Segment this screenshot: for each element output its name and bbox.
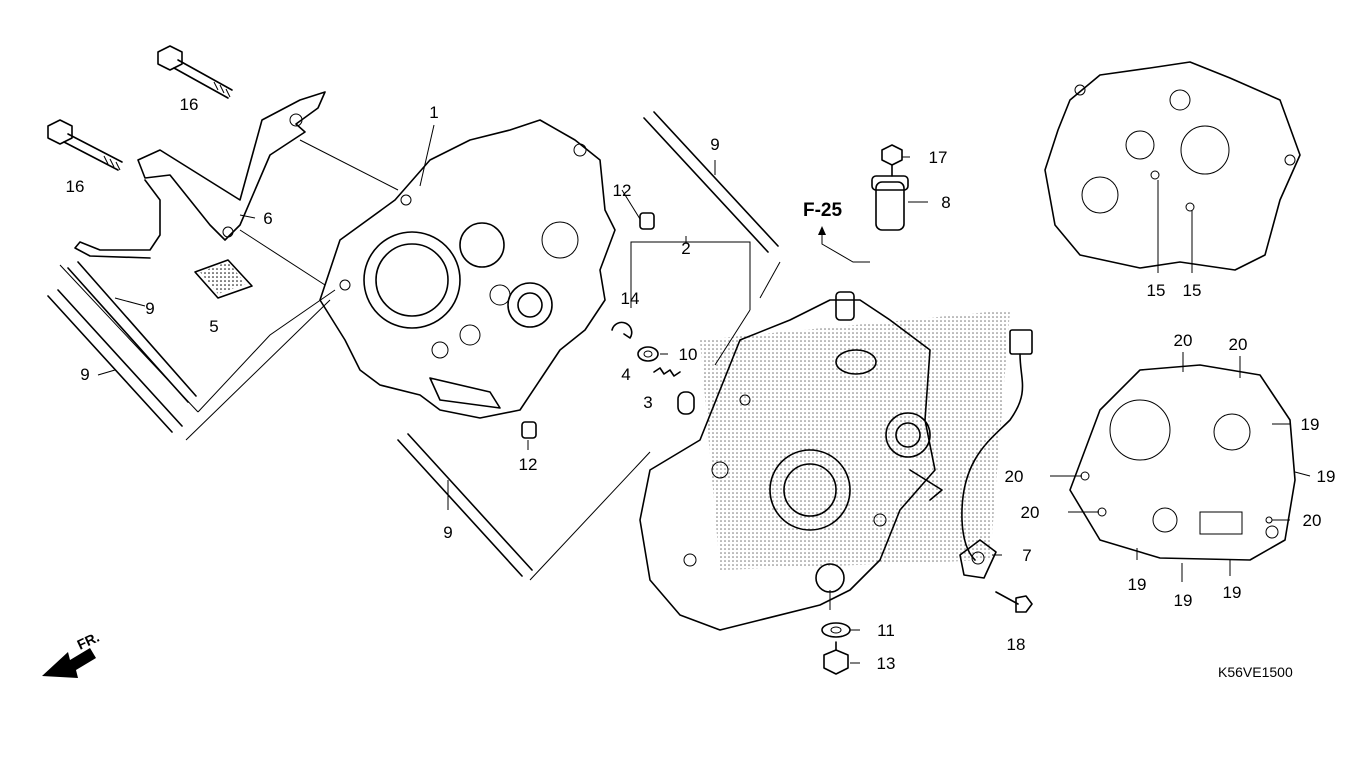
clip-14 (611, 321, 633, 339)
cover-gasket-19-20 (1069, 364, 1296, 561)
bolt-18 (995, 591, 1033, 613)
washer-10 (637, 346, 659, 362)
callout-19d: 19 (1174, 591, 1193, 610)
callout-19e: 19 (1223, 583, 1242, 602)
callout-20d: 20 (1021, 503, 1040, 522)
reference-f25: F-25 (803, 200, 870, 263)
callout-20e: 20 (1303, 511, 1322, 530)
callout-20c: 20 (1005, 467, 1024, 486)
sensor-8 (871, 175, 909, 231)
dowel-12-upper (639, 212, 655, 230)
bolt-16-lower (47, 119, 123, 171)
callout-2: 2 (681, 239, 690, 258)
front-arrow: FR. (42, 629, 102, 678)
callout-12a: 12 (613, 181, 632, 200)
leader-lines (59, 124, 1311, 664)
callout-11: 11 (877, 621, 895, 640)
callout-20a: 20 (1174, 331, 1193, 350)
spring-4 (653, 367, 681, 377)
callout-15b: 15 (1183, 281, 1202, 300)
callout-7: 7 (1022, 546, 1031, 565)
callout-18: 18 (1007, 635, 1026, 654)
filter-screen-5 (194, 259, 253, 299)
callout-16b: 16 (66, 177, 85, 196)
front-label: FR. (75, 629, 102, 653)
callout-8: 8 (941, 193, 950, 212)
callout-12b: 12 (519, 455, 538, 474)
callout-20b: 20 (1229, 335, 1248, 354)
bracket-6 (74, 91, 326, 259)
bolt-17 (881, 144, 903, 177)
callout-1: 1 (429, 103, 438, 122)
right-crankcase-2 (639, 291, 1010, 631)
callout-17: 17 (929, 148, 948, 167)
callout-9b: 9 (80, 365, 89, 384)
gasket-15 (1044, 61, 1301, 271)
callouts: 1 2 3 4 5 6 7 8 9 9 9 9 10 11 12 12 13 1… (66, 95, 1336, 673)
callout-19c: 19 (1128, 575, 1147, 594)
plug-3 (677, 391, 695, 415)
callout-5: 5 (209, 317, 218, 336)
callout-16a: 16 (180, 95, 199, 114)
left-crankcase-1 (319, 119, 616, 419)
callout-6: 6 (263, 209, 272, 228)
stud-bolt-9-bottom (397, 433, 533, 577)
reference-label: F-25 (803, 200, 843, 221)
callout-14: 14 (621, 289, 640, 308)
callout-15a: 15 (1147, 281, 1166, 300)
stud-bolts-9-left (47, 261, 197, 433)
harness-sensor-7 (959, 329, 1033, 579)
callout-9a: 9 (145, 299, 154, 318)
callout-13: 13 (877, 654, 896, 673)
washer-11 (821, 622, 851, 638)
callout-9c: 9 (443, 523, 452, 542)
callout-3: 3 (643, 393, 652, 412)
callout-19b: 19 (1317, 467, 1336, 486)
diagram-code: K56VE1500 (1218, 664, 1293, 680)
bolt-16-upper (157, 45, 233, 99)
callout-10: 10 (679, 345, 698, 364)
callout-19a: 19 (1301, 415, 1320, 434)
dowel-12-lower (521, 421, 537, 439)
callout-4: 4 (621, 365, 630, 384)
drain-bolt-13 (823, 641, 849, 675)
stud-bolt-9-top (643, 111, 779, 253)
callout-9d: 9 (710, 135, 719, 154)
